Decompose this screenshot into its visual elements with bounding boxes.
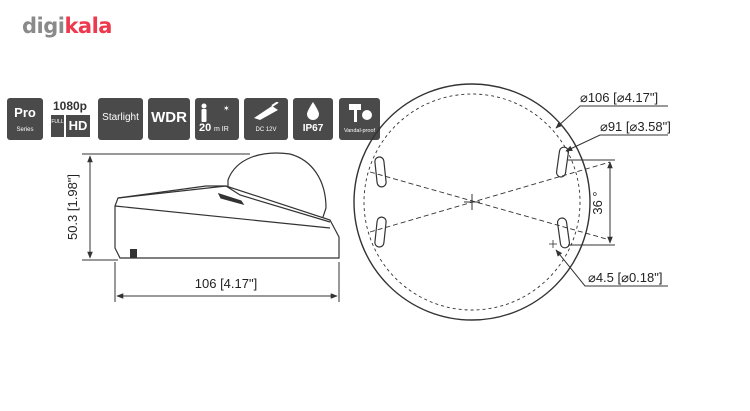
camera-side-view: [114, 152, 340, 259]
wdr-badge: WDR: [148, 98, 190, 140]
vandal-proof-badge: Vandal-proof: [339, 98, 380, 140]
pro-badge-label: Pro: [14, 105, 36, 120]
pro-series-badge: Pro Series: [7, 98, 43, 140]
inner-circle-dashed: [363, 93, 581, 311]
logo-part-kala: kala: [64, 14, 112, 38]
ip67-badge: IP67: [293, 98, 333, 140]
body-top-ridge: [117, 185, 331, 223]
starlight-badge: Starlight: [98, 98, 143, 140]
ir-sparkle-icon: ✶: [223, 104, 230, 113]
logo-part-digi: digi: [22, 14, 65, 38]
height-dimension-label: 50.3 [1.98"]: [65, 174, 80, 240]
outer-diameter-leader: [555, 105, 668, 129]
body-slot: [217, 192, 245, 206]
diagonal-dashed-1: [369, 171, 611, 241]
camera-top-view: [353, 83, 611, 321]
dc-power-badge: DC 12V: [244, 98, 288, 140]
person-icon: [201, 103, 207, 123]
mount-slot-top-right: [555, 146, 570, 178]
diagonal-dashed-2: [369, 161, 611, 233]
starlight-badge-label: Starlight: [102, 112, 139, 123]
width-dimension-label: 106 [4.17"]: [195, 276, 257, 291]
dome-lens: [227, 152, 327, 221]
angle-dimension: [568, 159, 615, 246]
dc-badge-label: DC 12V: [255, 127, 277, 133]
pro-badge-sub: Series: [16, 127, 34, 133]
mount-slot-bottom-right: [556, 217, 571, 249]
inner-diameter-label: ⌀91 [⌀3.58"]: [600, 119, 671, 134]
hammer-icon: [347, 101, 373, 130]
fullhd-badge-hd: HD: [66, 115, 90, 137]
ir-badge-unit: m IR: [214, 126, 229, 133]
fullhd-badge-full: FULL: [51, 115, 64, 137]
water-drop-icon: [306, 101, 320, 126]
outer-diameter-label: ⌀106 [⌀4.17"]: [580, 90, 658, 105]
cable-notch: [130, 249, 137, 258]
camera-body: [114, 185, 340, 259]
ip67-badge-label: IP67: [302, 123, 324, 134]
angle-dimension-label: 36 °: [590, 191, 605, 214]
hole-leader: [555, 249, 668, 287]
height-dimension: [82, 153, 250, 261]
outer-circle: [353, 83, 591, 321]
width-dimension: [114, 262, 340, 302]
mount-slot-bottom-left: [374, 216, 387, 248]
ir-badge-distance: 20: [199, 122, 212, 134]
leader-lines: [555, 105, 668, 287]
ir-badge: 20 m IR ✶: [195, 98, 239, 140]
power-plug-icon: [252, 101, 280, 127]
body-seam: [114, 205, 331, 229]
inner-diameter-leader: [565, 134, 668, 152]
fullhd-badge-res: 1080p: [52, 99, 88, 113]
digikala-logo: digikala: [22, 14, 112, 38]
wdr-badge-label: WDR: [151, 109, 187, 126]
fullhd-badge: 1080p FULL HD: [48, 98, 92, 140]
vandal-badge-label: Vandal-proof: [343, 128, 376, 134]
mount-slot-top-left: [374, 156, 387, 188]
hole-diameter-label: ⌀4.5 [⌀0.18"]: [588, 270, 662, 285]
